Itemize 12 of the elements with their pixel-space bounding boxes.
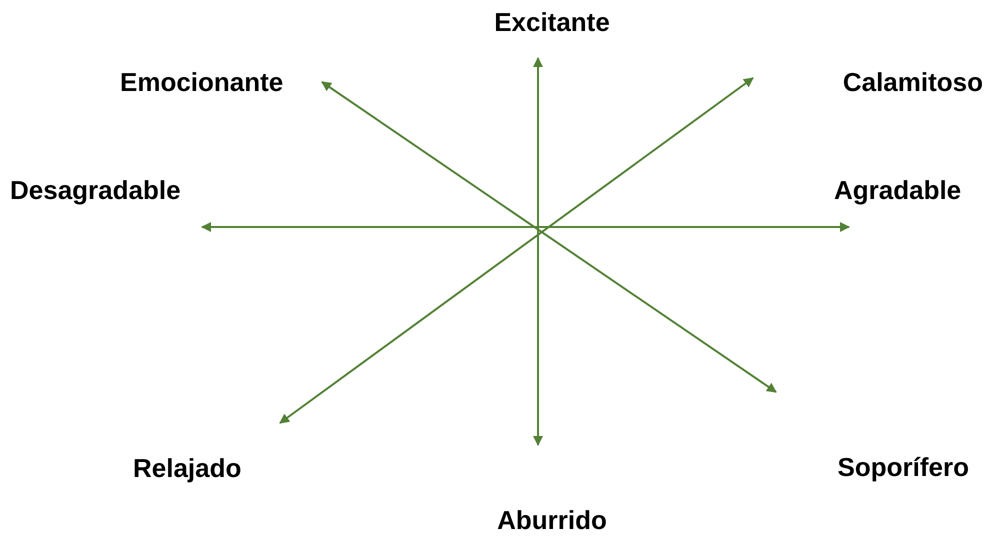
double-arrow xyxy=(533,57,543,446)
axis-label: Desagradable xyxy=(10,176,220,228)
axis-label: Relajado xyxy=(133,422,281,483)
axis-label: Emocionante xyxy=(120,66,323,98)
axis-label: Calamitoso xyxy=(752,66,983,98)
axis-label: Soporífero xyxy=(775,391,969,482)
double-arrow xyxy=(201,222,850,232)
double-arrow xyxy=(321,81,777,393)
axis-label: Excitante xyxy=(482,8,622,59)
axis-label: Aburrido xyxy=(485,444,619,535)
double-arrow xyxy=(279,77,754,424)
axis-label: Agradable xyxy=(834,176,990,228)
